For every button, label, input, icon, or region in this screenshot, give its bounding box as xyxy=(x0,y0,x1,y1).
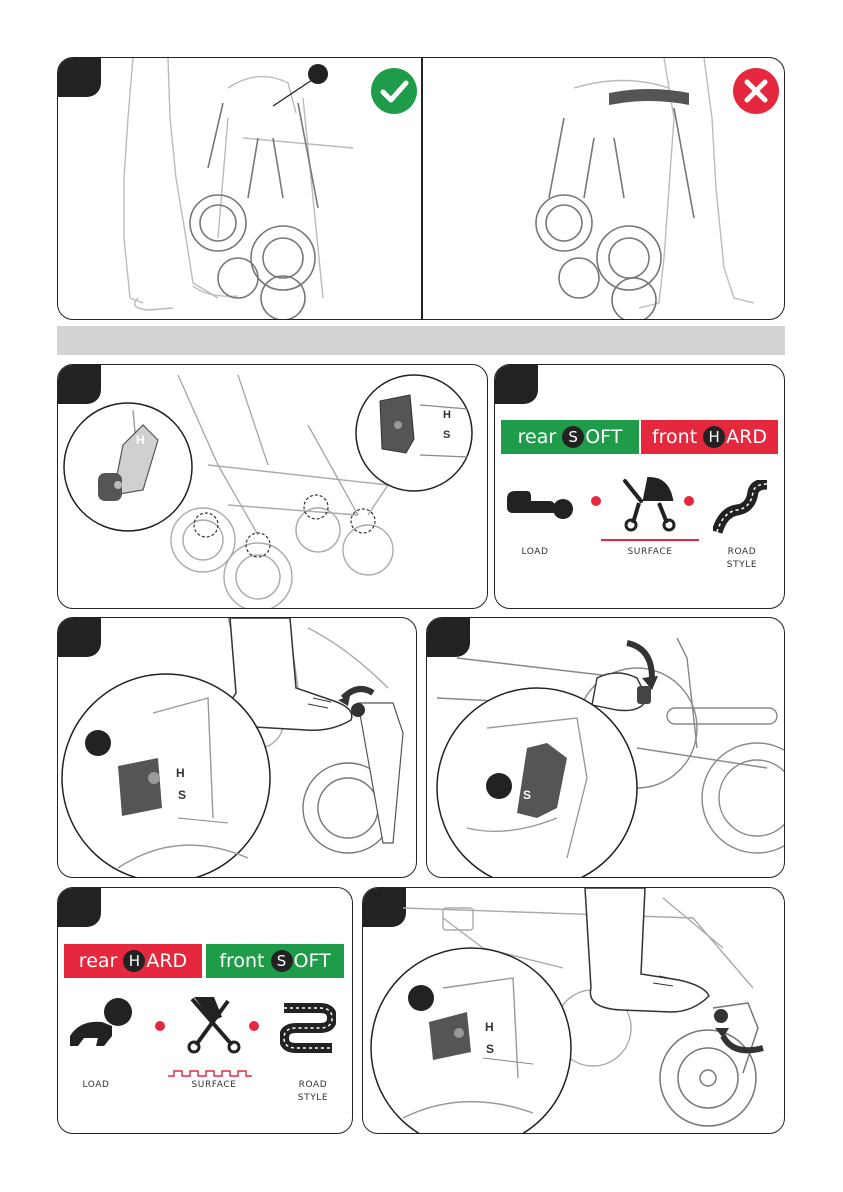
rear-hard-label: rear H ARD xyxy=(64,944,202,978)
incorrect-carry-illustration xyxy=(424,58,784,319)
surface-label: SURFACE xyxy=(605,546,695,559)
foot-switch-illustration xyxy=(58,618,416,877)
soft-mark: S xyxy=(178,788,186,802)
hard-mark: H xyxy=(443,409,451,421)
soft-badge: S xyxy=(562,426,584,448)
front-soft-label: front S OFT xyxy=(206,944,344,978)
soft-mark: S xyxy=(443,429,450,441)
switch-location xyxy=(304,495,328,519)
suspension-locations-panel: H H S xyxy=(57,364,488,609)
pram-icon xyxy=(619,473,683,533)
hard-badge: H xyxy=(123,950,145,972)
callout-marker xyxy=(408,985,434,1011)
front-hard-label: front H ARD xyxy=(641,420,778,454)
switch-location xyxy=(246,533,270,557)
step-tab xyxy=(57,887,101,927)
front-text: front xyxy=(219,950,264,972)
fold-carry-panel xyxy=(57,57,785,320)
callout-marker xyxy=(486,773,512,799)
setting-hard-rear-panel: rear H ARD front S OFT LOAD SURFACE ROAD… xyxy=(57,887,353,1134)
dot-icon xyxy=(684,496,694,506)
soft-badge: S xyxy=(271,950,293,972)
load-label: LOAD xyxy=(71,1079,121,1092)
style-label: STYLE xyxy=(288,1092,338,1105)
rear-soft-label: rear S OFT xyxy=(501,420,639,454)
leg-shoe xyxy=(585,888,709,1012)
zoom-lens xyxy=(371,948,571,1133)
panel-divider xyxy=(421,58,423,319)
hard-text: ARD xyxy=(146,950,187,972)
front-foot-switch-panel: H S xyxy=(362,887,785,1134)
foot-switch-panel: H S xyxy=(57,617,417,878)
road-label: ROAD xyxy=(288,1079,338,1092)
dot-icon xyxy=(249,1021,259,1031)
road-icon xyxy=(280,998,336,1054)
switch-knob xyxy=(118,758,162,816)
soft-text: OFT xyxy=(585,426,622,448)
hand-switch-illustration xyxy=(427,618,784,877)
hard-text: ARD xyxy=(726,426,767,448)
front-foot-switch-illustration xyxy=(363,888,784,1133)
correct-carry-illustration xyxy=(58,58,418,319)
hard-badge: H xyxy=(703,426,725,448)
dot-icon xyxy=(155,1021,165,1031)
switch-location xyxy=(194,513,218,537)
section-banner xyxy=(57,326,785,355)
bumpy-surface-line xyxy=(168,1069,260,1077)
surface-underline xyxy=(601,539,699,541)
rear-text: rear xyxy=(518,426,557,448)
dot-icon xyxy=(591,496,601,506)
cross-icon xyxy=(732,67,780,115)
surface-label: SURFACE xyxy=(169,1079,259,1092)
callout-marker xyxy=(85,730,111,756)
carry-cot-icon xyxy=(503,485,573,525)
road-label: ROAD xyxy=(717,546,767,559)
soft-text: OFT xyxy=(294,950,331,972)
hand-switch-panel: S xyxy=(426,617,785,878)
rear-text: rear xyxy=(79,950,118,972)
toddler-icon xyxy=(66,996,136,1056)
stroller-icon xyxy=(182,993,244,1055)
stroller-suspension-illustration xyxy=(58,365,487,608)
soft-mark: S xyxy=(486,1042,494,1056)
zoom-lens-right xyxy=(356,375,472,491)
check-icon xyxy=(370,67,418,115)
road-icon xyxy=(713,480,769,536)
hard-mark: H xyxy=(136,433,145,447)
setting-soft-rear-panel: rear S OFT front H ARD LOAD SURFACE ROAD… xyxy=(494,364,785,609)
hard-mark: H xyxy=(176,766,185,780)
front-text: front xyxy=(652,426,697,448)
hard-mark: H xyxy=(485,1020,494,1034)
step-tab xyxy=(494,364,538,404)
soft-mark: S xyxy=(523,788,531,802)
zoom-lens xyxy=(62,674,270,877)
handlebar xyxy=(609,89,689,105)
style-label: STYLE xyxy=(717,559,767,572)
load-label: LOAD xyxy=(510,546,560,559)
